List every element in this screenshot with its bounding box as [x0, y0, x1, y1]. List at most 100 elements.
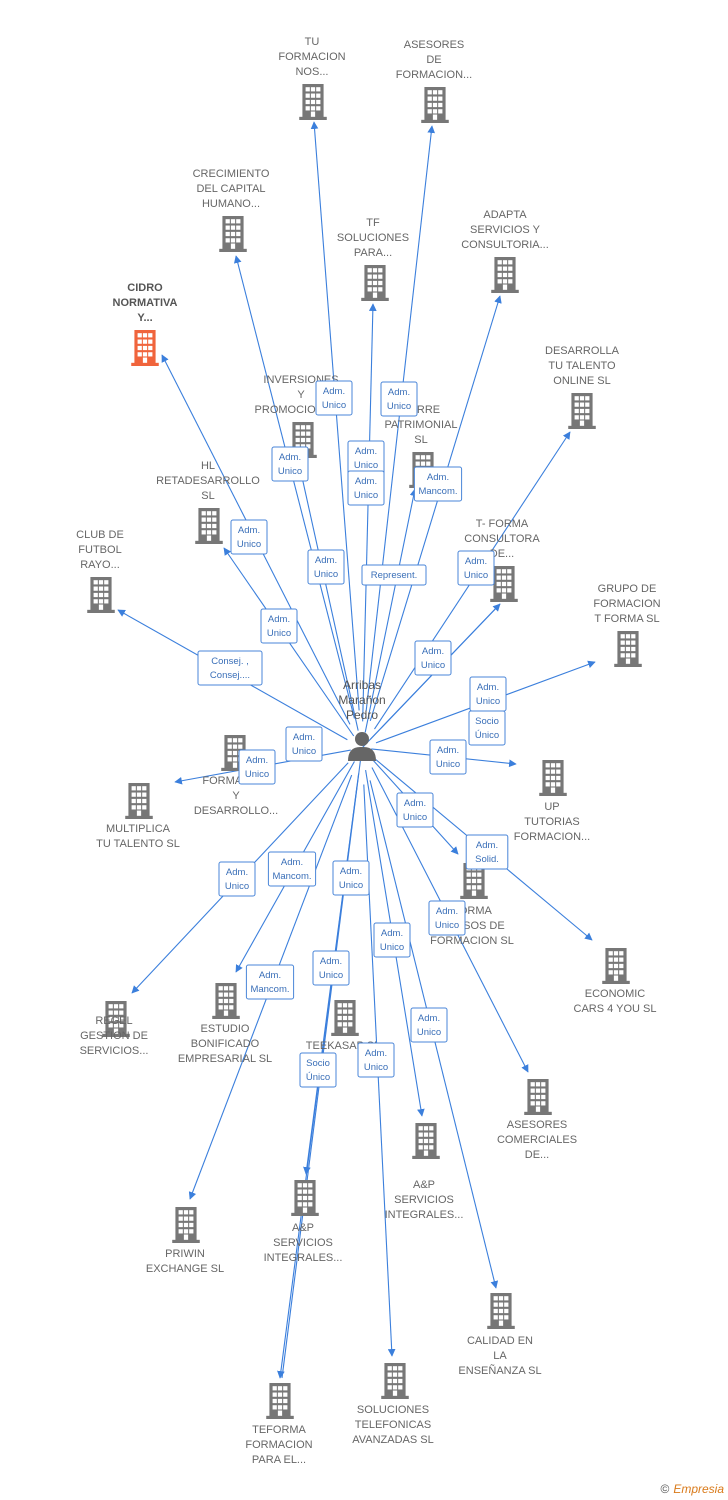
role-text: Mancom.	[272, 871, 311, 882]
company-label-line: ASESORES	[404, 39, 465, 51]
company-label-line: FORMACION	[593, 598, 660, 610]
role-text: Mancom.	[418, 486, 457, 497]
company-label-line: FUTBOL	[78, 544, 121, 556]
company-label-line: ASESORES	[507, 1119, 568, 1131]
role-label-2: Adm. Unico	[271, 446, 309, 482]
role-label-0: Adm.Unico	[315, 380, 353, 416]
role-text: Adm.	[268, 614, 290, 625]
role-text: Consej....	[210, 670, 250, 681]
company-node-24[interactable]: A&PSERVICIOSINTEGRALES...	[264, 1180, 343, 1264]
company-label-line: TU TALENTO SL	[96, 838, 180, 850]
company-node-10[interactable]: T- FORMACONSULTORADE...	[464, 518, 540, 602]
role-text: Adm.	[320, 956, 342, 967]
building-icon	[487, 1293, 515, 1329]
company-node-11[interactable]: CLUB DEFUTBOLRAYO...	[76, 529, 124, 613]
role-label-19: Adm.Solid.	[465, 834, 509, 870]
building-icon	[568, 393, 596, 429]
company-label-line: REGEL	[95, 1015, 132, 1027]
role-label-9: Adm.Unico	[457, 550, 495, 586]
role-text: Adm.	[279, 452, 301, 463]
company-label-line: TF	[366, 217, 380, 229]
role-text: Adm.	[238, 525, 260, 536]
building-icon	[331, 1000, 359, 1036]
company-label-line: Y	[232, 790, 240, 802]
role-text: Unico	[421, 660, 445, 671]
role-text: Unico	[322, 400, 346, 411]
building-icon	[412, 1123, 440, 1159]
company-node-15[interactable]: UPTUTORIASFORMACION...	[514, 760, 590, 843]
company-label-line: RETADESARROLLO	[156, 475, 260, 487]
role-text: Socio	[475, 716, 499, 727]
building-icon	[219, 216, 247, 252]
company-label-line: SOLUCIONES	[337, 232, 409, 244]
company-label-line: SERVICIOS Y	[470, 224, 541, 236]
role-label-20: Adm.Unico	[218, 861, 256, 897]
company-label-line: SERVICIOS...	[80, 1045, 149, 1057]
company-node-22[interactable]: A&PSERVICIOSINTEGRALES...	[385, 1123, 464, 1221]
edge-2	[233, 255, 355, 719]
company-label-line: EXCHANGE SL	[146, 1263, 224, 1275]
role-text: Unico	[364, 1062, 388, 1073]
building-icon	[614, 631, 642, 667]
company-label-line: TEFORMA	[252, 1424, 306, 1436]
role-text: Socio	[306, 1058, 330, 1069]
company-label-line: DE...	[525, 1149, 549, 1161]
company-label-line: ONLINE SL	[553, 375, 610, 387]
company-node-0[interactable]: TUFORMACIONNOS...	[278, 36, 346, 120]
company-label-line: EMPRESARIAL SL	[178, 1053, 272, 1065]
person-icon	[348, 732, 376, 761]
company-node-3[interactable]: TF SOLUCIONES PARA...	[337, 217, 409, 301]
role-label-16: Adm.Unico	[238, 749, 276, 785]
company-label-line: TU TALENTO	[548, 360, 616, 372]
role-label-27: Adm.Unico	[410, 1007, 448, 1043]
company-label-line: A&P	[292, 1222, 314, 1234]
role-label-17: Adm.Unico	[429, 739, 467, 775]
building-icon	[602, 948, 630, 984]
role-text: Unico	[278, 466, 302, 477]
company-label-line: PARA...	[354, 247, 392, 259]
company-label-line: CRECIMIENTO	[193, 168, 270, 180]
company-label-line: COMERCIALES	[497, 1134, 577, 1146]
company-node-5[interactable]: CIDRONORMATIVAY...	[113, 282, 178, 366]
role-text: Unico	[387, 401, 411, 412]
company-label-line: INTEGRALES...	[385, 1209, 464, 1221]
role-text: Adm.	[259, 970, 281, 981]
company-label-line: FORMACION...	[396, 69, 472, 81]
building-icon	[539, 760, 567, 796]
company-node-1[interactable]: ASESORESDEFORMACION...	[396, 39, 472, 123]
company-label-line: UP	[544, 801, 559, 813]
role-text: Adm.	[281, 857, 303, 868]
company-label-line: PATRIMONIAL	[385, 419, 458, 431]
role-text: Mancom.	[250, 984, 289, 995]
role-text: Unico	[436, 759, 460, 770]
company-node-21[interactable]: ASESORES COMERCIALES DE...	[497, 1079, 577, 1161]
edge-4	[369, 295, 502, 722]
role-text: Unico	[354, 460, 378, 471]
role-text: Adm.	[477, 682, 499, 693]
company-label-line: GRUPO DE	[598, 583, 657, 595]
building-icon	[421, 87, 449, 123]
building-icon	[131, 330, 159, 366]
company-label-line: SL	[201, 490, 214, 502]
company-label-line: CALIDAD EN	[467, 1335, 533, 1347]
role-text: Unico	[476, 696, 500, 707]
